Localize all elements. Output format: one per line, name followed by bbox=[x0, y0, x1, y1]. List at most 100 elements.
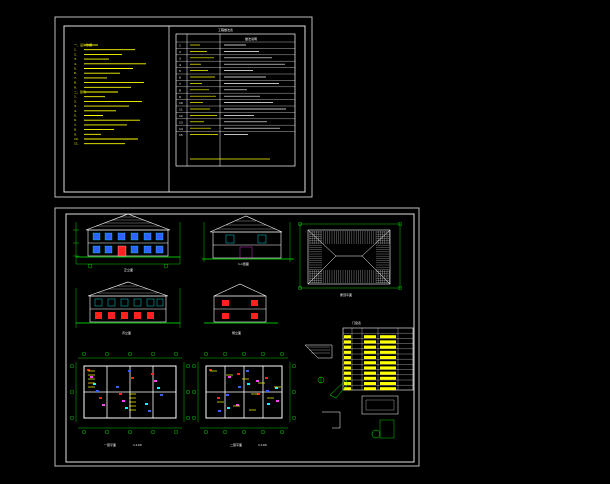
fixture-symbol bbox=[145, 403, 148, 405]
notes-line: 5. bbox=[74, 114, 77, 118]
axis-bubble bbox=[69, 416, 74, 421]
front-elevation-label: 正立面 bbox=[124, 267, 133, 272]
axis-bubble bbox=[298, 221, 303, 226]
table-cell-size bbox=[364, 350, 376, 354]
fixture-symbol bbox=[116, 386, 119, 388]
notes-line: 1. bbox=[74, 48, 77, 52]
first-floor-scale: 1:100 bbox=[133, 443, 142, 447]
notes-line: 3. bbox=[74, 57, 77, 61]
first-floor-plan: 一层平面 1:100 bbox=[69, 352, 190, 447]
notes-line: 3. bbox=[74, 104, 77, 108]
notes-line: 1. bbox=[74, 95, 77, 99]
table-cell-note bbox=[380, 356, 396, 359]
axis-bubble bbox=[69, 390, 74, 395]
schedule-row-number: 5 bbox=[179, 69, 181, 73]
door-window-table: 门窗表 bbox=[342, 320, 414, 391]
construction-details bbox=[304, 344, 399, 439]
table-cell-size bbox=[364, 356, 376, 359]
fixture-symbol bbox=[226, 394, 229, 396]
axis-bubble bbox=[292, 390, 297, 395]
fixture-symbol bbox=[218, 410, 221, 412]
fixture-symbol bbox=[236, 404, 239, 406]
side-elevation-drawing: 侧立面 bbox=[204, 283, 278, 335]
schedule-row-number: 7 bbox=[179, 82, 181, 86]
section-drawing: 1-1剖面 bbox=[202, 215, 294, 266]
table-cell-code bbox=[344, 350, 351, 354]
axis-bubble bbox=[222, 430, 227, 435]
notes-line: 11. bbox=[74, 142, 79, 146]
notes-line: 8. bbox=[74, 128, 77, 132]
axis-bubble bbox=[191, 364, 196, 369]
notes-line: 10. bbox=[74, 137, 79, 141]
fixture-symbol bbox=[238, 386, 241, 388]
second-floor-plan-label: 二层平面 bbox=[230, 442, 242, 447]
fixture-symbol bbox=[275, 387, 278, 389]
schedule-row-number: 8 bbox=[179, 88, 181, 92]
axis-bubble bbox=[292, 416, 297, 421]
table-cell-note bbox=[380, 382, 396, 385]
table-cell-note bbox=[380, 340, 396, 344]
fixture-symbol bbox=[266, 390, 269, 392]
notes-line: 9. bbox=[74, 85, 77, 89]
axis-bubble bbox=[185, 416, 190, 421]
fixture-symbol bbox=[237, 373, 240, 375]
front-elevation-drawing: 正立面 bbox=[73, 213, 181, 272]
schedule-row-number: 12 bbox=[179, 114, 183, 118]
schedule-title: 工程做法表 bbox=[218, 27, 233, 32]
table-cell-code bbox=[344, 335, 351, 339]
table-cell-size bbox=[364, 371, 376, 375]
fixture-symbol bbox=[160, 394, 163, 396]
table-cell-note bbox=[380, 371, 396, 375]
axis-bubble bbox=[150, 430, 155, 435]
notes-line: 二、建筑 bbox=[74, 89, 86, 94]
axis-bubble bbox=[191, 390, 196, 395]
second-floor-plan: 二层平面 1:100 bbox=[191, 352, 297, 447]
fixture-symbol bbox=[99, 397, 102, 399]
axis-bubble bbox=[203, 430, 208, 435]
schedule-header: 做法说明 bbox=[245, 36, 257, 41]
axis-bubble bbox=[241, 430, 246, 435]
rear-elevation-drawing: 背立面 bbox=[75, 281, 181, 335]
notes-line: 2. bbox=[74, 52, 77, 56]
fixture-symbol bbox=[125, 407, 128, 409]
table-cell-size bbox=[364, 387, 376, 391]
schedule-row-number: 9 bbox=[179, 95, 181, 99]
notes-line: 4. bbox=[74, 109, 77, 113]
fixture-symbol bbox=[154, 380, 157, 382]
side-elevation-label: 侧立面 bbox=[232, 330, 241, 335]
table-cell-size bbox=[364, 340, 376, 344]
schedule-row-number: 6 bbox=[179, 76, 181, 80]
table-cell-code bbox=[344, 371, 351, 375]
top-sheet-inner-border bbox=[63, 25, 306, 193]
notes-line: 9. bbox=[74, 132, 77, 136]
axis-bubble bbox=[292, 364, 297, 369]
fixture-symbol bbox=[265, 377, 268, 379]
notes-line: 7. bbox=[74, 123, 77, 127]
schedule-row-number: 2 bbox=[179, 50, 181, 54]
axis-bubble bbox=[150, 352, 155, 357]
fixture-symbol bbox=[122, 400, 125, 402]
notes-line: 5. bbox=[74, 67, 77, 71]
axis-bubble bbox=[261, 430, 266, 435]
table-cell-code bbox=[344, 340, 351, 344]
axis-bubble bbox=[173, 352, 178, 357]
fixture-symbol bbox=[131, 377, 134, 379]
roof-plan-drawing: 屋顶平面 bbox=[298, 221, 403, 297]
second-floor-scale: 1:100 bbox=[258, 443, 267, 447]
axis-bubble bbox=[398, 286, 403, 291]
axis-bubble bbox=[298, 286, 303, 291]
axis-bubble bbox=[191, 416, 196, 421]
notes-line: 7. bbox=[74, 76, 77, 80]
axis-bubble bbox=[104, 352, 109, 357]
first-floor-plan-label: 一层平面 bbox=[104, 442, 116, 447]
fixture-symbol bbox=[217, 397, 220, 399]
table-cell-code bbox=[344, 366, 351, 370]
fixture-symbol bbox=[257, 393, 260, 395]
design-notes-panel: 一、设计依据1.2.3.4.5.6.7.8.9.二、建筑1.2.3.4.5.6.… bbox=[74, 42, 146, 146]
table-cell-note bbox=[380, 376, 396, 380]
fixture-symbol bbox=[276, 400, 279, 402]
fixture-symbol bbox=[256, 380, 259, 382]
